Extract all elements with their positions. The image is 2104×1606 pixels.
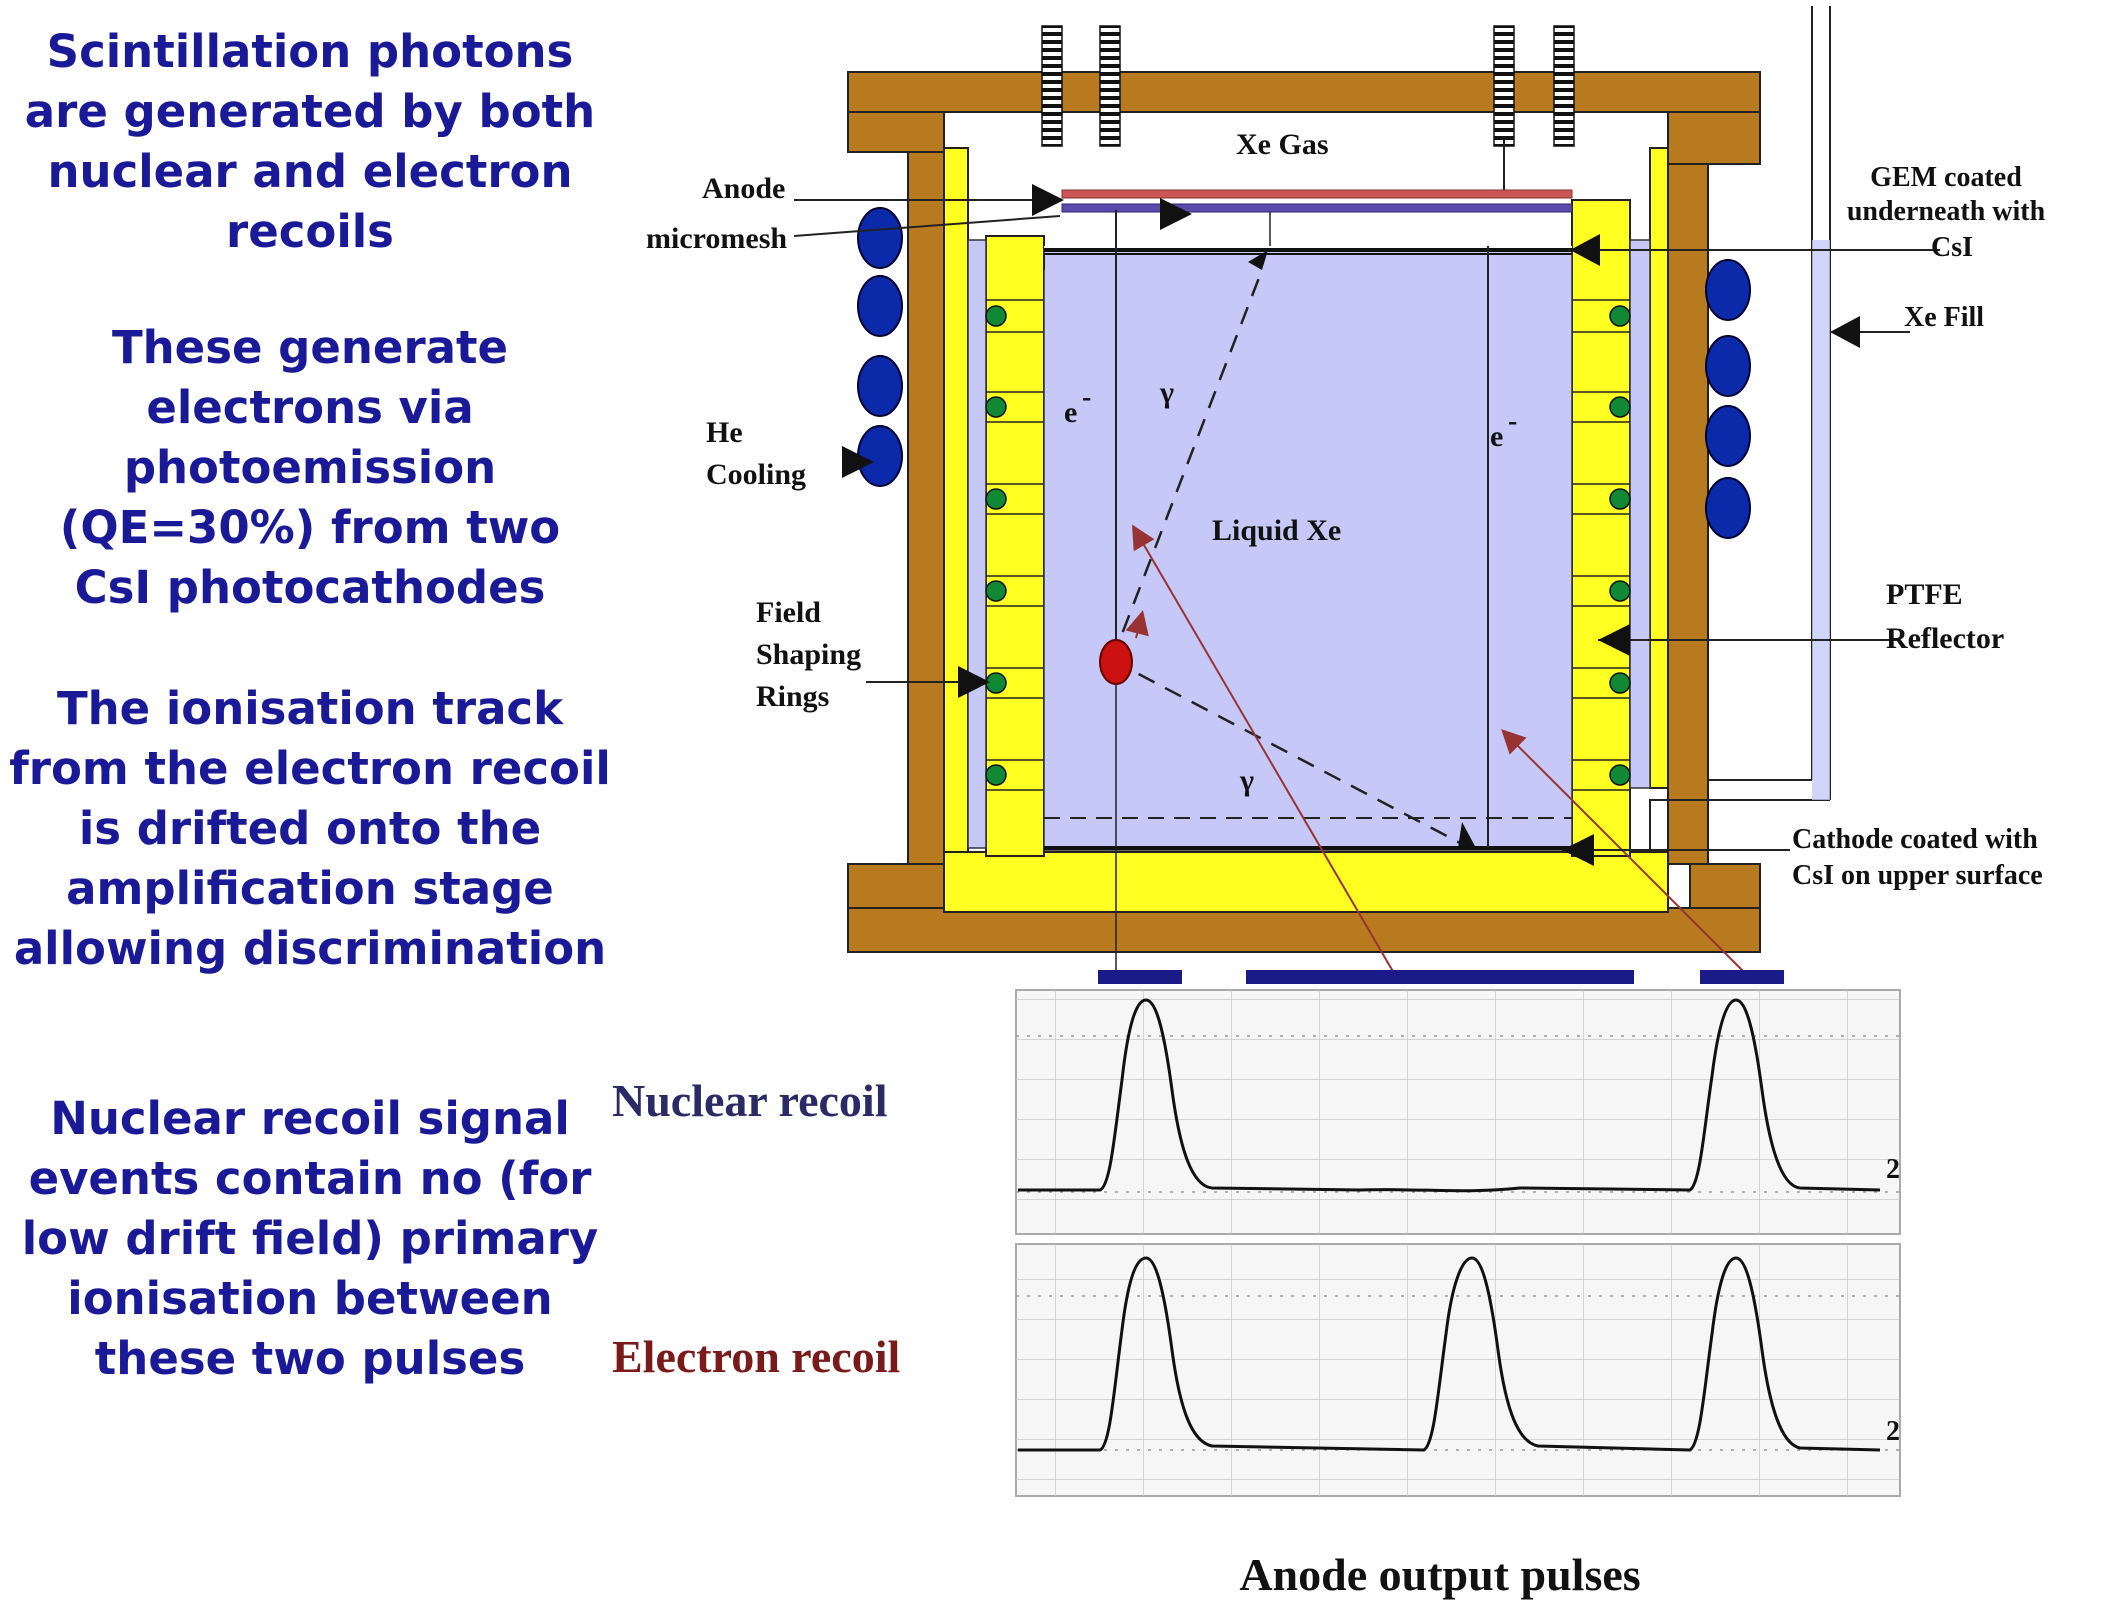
electron-recoil-label: Electron recoil bbox=[612, 1331, 900, 1382]
inner-vessel bbox=[943, 147, 1669, 913]
micromesh-label: micromesh bbox=[646, 222, 787, 255]
cathode bbox=[1044, 817, 1572, 850]
electron-symbol-left: e bbox=[1064, 396, 1077, 429]
electron-sup-right: - bbox=[1508, 406, 1517, 437]
xe-fill-pipe bbox=[1649, 6, 1831, 852]
outer-vessel bbox=[847, 71, 1761, 953]
field-shaping-rings bbox=[985, 299, 1631, 791]
cathode-label-1: Cathode coated with bbox=[1792, 824, 2038, 855]
shaping-label: Shaping bbox=[756, 638, 861, 671]
liquid-xe-volume bbox=[1043, 249, 1573, 851]
gem-label-1: GEM coated bbox=[1870, 162, 2022, 193]
scintillation-text: Scintillation photons are generated by b… bbox=[24, 25, 596, 258]
xe-gas-label: Xe Gas bbox=[1236, 128, 1329, 161]
nuclear-recoil-label: Nuclear recoil bbox=[612, 1075, 887, 1126]
field-label: Field bbox=[756, 596, 821, 629]
gamma-upper: γ bbox=[1159, 376, 1174, 409]
interaction-point bbox=[1099, 639, 1133, 685]
electron-trace bbox=[1018, 1256, 1881, 1452]
scope-marker-top: 2 bbox=[1886, 1154, 1900, 1185]
anode-micromesh bbox=[1043, 140, 1573, 270]
cathode-label-2: CsI on upper surface bbox=[1792, 860, 2043, 891]
xe-fill-label: Xe Fill bbox=[1904, 302, 1984, 333]
ionisation-text: The ionisation track from the electron r… bbox=[9, 682, 611, 975]
scope-panel-electron: 2 bbox=[1015, 1243, 1901, 1497]
electron-sup-left: - bbox=[1082, 382, 1091, 413]
he-label: He bbox=[706, 416, 743, 449]
feedthroughs bbox=[1041, 25, 1575, 147]
reflector-label: Reflector bbox=[1886, 622, 2004, 655]
leader-lines bbox=[793, 199, 1940, 851]
cooling-label: Cooling bbox=[706, 458, 806, 491]
diagram-labels: Xe Gas Anode micromesh He Cooling Field … bbox=[646, 128, 2046, 891]
photoemission-text: These generate electrons via photoemissi… bbox=[59, 321, 561, 614]
ptfe-label: PTFE bbox=[1886, 578, 1963, 611]
gem-label-2: underneath with bbox=[1847, 196, 2046, 227]
anode-label: Anode bbox=[702, 172, 785, 205]
scope-marker-bottom: 2 bbox=[1886, 1416, 1900, 1447]
liquid-xe-label: Liquid Xe bbox=[1212, 514, 1341, 547]
event-tracks bbox=[1099, 210, 1751, 981]
scope-panel-nuclear: 2 bbox=[1015, 989, 1901, 1235]
cooling-coils bbox=[857, 207, 1751, 539]
leader-arrows bbox=[842, 184, 1860, 866]
pulse-bars bbox=[1098, 970, 1784, 984]
rings-label: Rings bbox=[756, 680, 829, 713]
anode-output-label: Anode output pulses bbox=[1239, 1549, 1640, 1600]
gamma-lower: γ bbox=[1239, 764, 1254, 797]
electron-symbol-right: e bbox=[1490, 420, 1503, 453]
nuclear-trace bbox=[1018, 998, 1881, 1193]
nuclear-signal-text: Nuclear recoil signal events contain no … bbox=[21, 1092, 599, 1385]
gem-label-3: CsI bbox=[1931, 232, 1973, 263]
